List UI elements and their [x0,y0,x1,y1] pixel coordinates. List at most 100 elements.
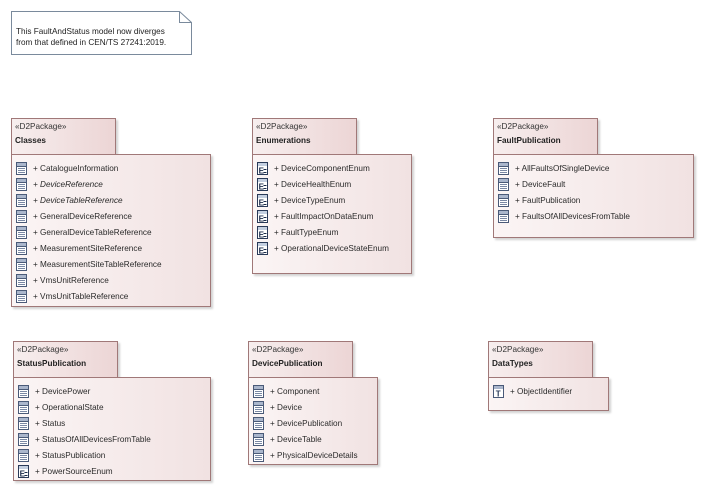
list-item[interactable]: E + DeviceHealthEnum [257,176,389,192]
class-icon [253,400,264,414]
item-label: + DevicePower [35,386,91,396]
item-label: + OperationalDeviceStateEnum [274,243,389,253]
list-item[interactable]: + OperationalState [18,399,151,415]
list-item[interactable]: + FaultPublication [498,192,630,208]
item-label: + MeasurementSiteReference [33,243,142,253]
package-name: Classes [15,136,46,145]
package-tab: «D2Package» DataTypes [488,341,593,377]
package-contents: E+ DeviceComponentEnum E+ DeviceHealthEn… [257,160,389,256]
list-item[interactable]: + DeviceFault [498,176,630,192]
list-item[interactable]: + DevicePower [18,383,151,399]
svg-text:E: E [259,230,265,239]
enumeration-icon: E [257,225,268,239]
svg-text:E: E [259,214,265,223]
item-label: + GeneralDeviceReference [33,211,132,221]
enumeration-icon: E [257,177,268,191]
package-body: + DevicePower + OperationalState + Statu… [13,377,211,481]
list-item[interactable]: + MeasurementSiteReference [16,240,162,256]
item-label: + DeviceFault [515,179,566,189]
class-icon [18,448,29,462]
list-item[interactable]: + MeasurementSiteTableReference [16,256,162,272]
list-item[interactable]: + Device [253,399,358,415]
datatype-icon: T [493,384,504,398]
enumeration-icon: E [257,193,268,207]
package-name: StatusPublication [17,359,87,368]
item-label: + Device [270,402,303,412]
item-label: + DeviceHealthEnum [274,179,352,189]
list-item[interactable]: + GeneralDeviceReference [16,208,162,224]
item-label: + MeasurementSiteTableReference [33,259,162,269]
enumeration-icon: E [18,464,29,478]
class-icon [253,432,264,446]
package-name: DataTypes [492,359,533,368]
class-icon [498,209,509,223]
list-item[interactable]: + StatusPublication [18,447,151,463]
list-item[interactable]: E+ DeviceTypeEnum [257,192,389,208]
item-label: + VmsUnitReference [33,275,109,285]
svg-text:E: E [259,246,265,255]
list-item[interactable]: + DeviceReference [16,176,162,192]
class-icon [16,193,27,207]
item-label: + ObjectIdentifier [510,386,573,396]
item-label: + DeviceTable [270,434,322,444]
list-item[interactable]: E + FaultImpactOnDataEnum [257,208,389,224]
item-label: + GeneralDeviceTableReference [33,227,152,237]
list-item[interactable]: + DeviceTable [253,431,358,447]
list-item[interactable]: + CatalogueInformation [16,160,162,176]
package-name: FaultPublication [497,136,561,145]
list-item[interactable]: + FaultsOfAllDevicesFromTable [498,208,630,224]
item-label: + DeviceComponentEnum [274,163,370,173]
list-item[interactable]: E + FaultTypeEnum [257,224,389,240]
class-icon [16,289,27,303]
class-icon [18,432,29,446]
item-label: + AllFaultsOfSingleDevice [515,163,610,173]
list-item[interactable]: + VmsUnitReference [16,272,162,288]
list-item[interactable]: E + PowerSourceEnum [18,463,151,479]
package-body: + CatalogueInformation + DeviceReference… [11,154,211,307]
note-text: This FaultAndStatus model now diverges f… [16,26,188,48]
list-item[interactable]: E+ DeviceComponentEnum [257,160,389,176]
item-label: + StatusPublication [35,450,106,460]
package-contents: + Component + Device + DevicePublication… [253,383,358,463]
svg-text:E: E [20,469,26,478]
package-tab: «D2Package» FaultPublication [493,118,598,154]
list-item[interactable]: + GeneralDeviceTableReference [16,224,162,240]
class-icon [498,177,509,191]
list-item[interactable]: + Component [253,383,358,399]
package-stereotype: «D2Package» [17,345,69,354]
list-item[interactable]: + PhysicalDeviceDetails [253,447,358,463]
package-tab: «D2Package» DevicePublication [248,341,353,377]
class-icon [16,273,27,287]
list-item[interactable]: + DeviceTableReference [16,192,162,208]
svg-text:T: T [496,389,501,398]
list-item[interactable]: T + ObjectIdentifier [493,383,572,399]
item-label: + Status [35,418,66,428]
item-label: + Component [270,386,320,396]
list-item[interactable]: + DevicePublication [253,415,358,431]
package-contents: T + ObjectIdentifier [493,383,572,399]
item-label: + PowerSourceEnum [35,466,113,476]
item-label: + FaultTypeEnum [274,227,339,237]
item-label: + FaultImpactOnDataEnum [274,211,374,221]
list-item[interactable]: + Status [18,415,151,431]
list-item[interactable]: + VmsUnitTableReference [16,288,162,304]
diagram-note[interactable]: This FaultAndStatus model now diverges f… [11,11,192,55]
item-label: + DevicePublication [270,418,343,428]
package-body: + AllFaultsOfSingleDevice + DeviceFault … [493,154,694,238]
package-body: T + ObjectIdentifier [488,377,609,411]
package-stereotype: «D2Package» [252,345,304,354]
list-item[interactable]: + AllFaultsOfSingleDevice [498,160,630,176]
item-label: + VmsUnitTableReference [33,291,129,301]
item-label: + CatalogueInformation [33,163,119,173]
list-item[interactable]: + StatusOfAllDevicesFromTable [18,431,151,447]
item-label: + PhysicalDeviceDetails [270,450,358,460]
class-icon [18,416,29,430]
list-item[interactable]: E + OperationalDeviceStateEnum [257,240,389,256]
package-contents: + DevicePower + OperationalState + Statu… [18,383,151,479]
class-icon [16,177,27,191]
class-icon [498,193,509,207]
package-stereotype: «D2Package» [492,345,544,354]
package-name: Enumerations [256,136,311,145]
item-label: + DeviceTableReference [33,195,123,205]
package-body: + Component + Device + DevicePublication… [248,377,378,465]
